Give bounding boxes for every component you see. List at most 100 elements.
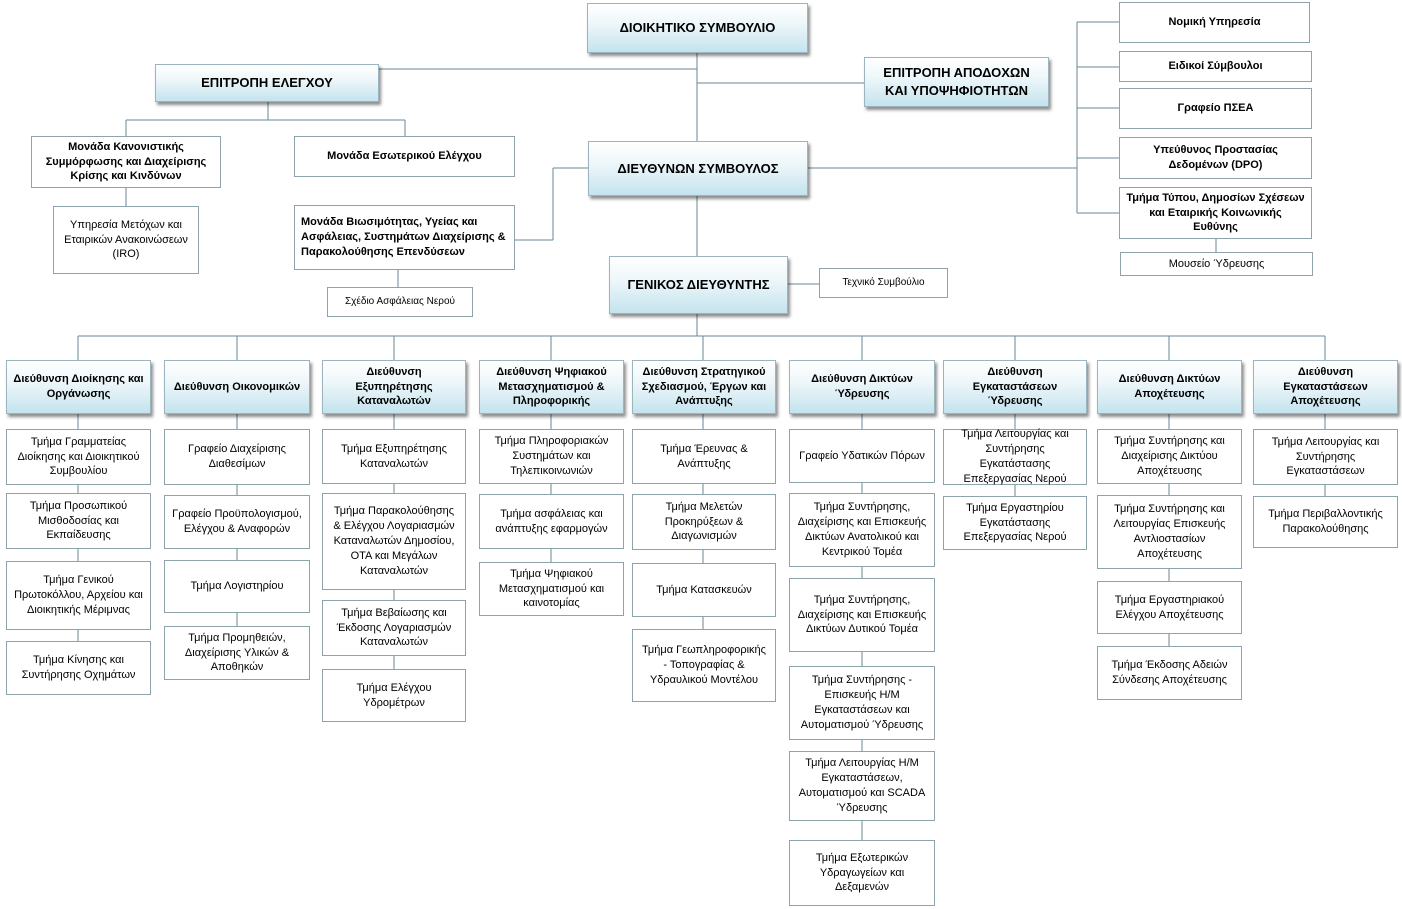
department-label: Τμήμα Συντήρησης - Επισκευής Η/Μ Εγκατασ… <box>800 674 924 731</box>
department-box: Τμήμα Εργαστηρίου Εγκατάστασης Επεξεργασ… <box>943 496 1087 550</box>
department-box: Τμήμα Συντήρησης, Διαχείρισης και Επισκε… <box>789 493 935 567</box>
special-advisors-label: Ειδικοί Σύμβουλοι <box>1168 60 1263 73</box>
press-relations-label: Τμήμα Τύπου, Δημοσίων Σχέσεων και Εταιρι… <box>1126 191 1305 234</box>
directorate-sewer-networks: Διεύθυνση Δικτύων Αποχέτευσης <box>1097 360 1242 414</box>
department-label: Τμήμα Συντήρησης, Διαχείρισης και Επισκε… <box>797 593 927 636</box>
department-label: Τμήμα Προμηθειών, Διαχείρισης Υλικών & Α… <box>184 631 290 674</box>
department-label: Τμήμα Παρακολούθησης & Ελέγχου Λογαριασμ… <box>333 505 455 577</box>
directorate-water-networks: Διεύθυνση Δικτύων Ύδρευσης <box>789 360 935 414</box>
department-label: Τμήμα Μελετών Προκηρύξεων & Διαγωνισμών <box>664 500 744 543</box>
directorate-water-facilities-label: Διεύθυνση Εγκαταστάσεων Ύδρευσης <box>972 365 1058 408</box>
department-label: Γραφείο Διαχείρισης Διαθεσίμων <box>188 443 286 470</box>
technical-council-box: Τεχνικό Συμβούλιο <box>819 268 948 298</box>
department-label: Γραφείο Υδατικών Πόρων <box>799 449 925 462</box>
department-label: Τμήμα Εξυπηρέτησης Καταναλωτών <box>341 442 447 470</box>
department-label: Τμήμα Προσωπικού Μισθοδοσίας και Εκπαίδε… <box>29 499 128 542</box>
directorate-finance: Διεύθυνση Οικονομικών <box>164 360 310 414</box>
department-box: Τμήμα Συντήρησης και Λειτουργίας Επισκευ… <box>1097 495 1242 569</box>
department-box: Τμήμα Συντήρησης και Διαχείρισης Δικτύου… <box>1097 429 1242 484</box>
board-box: ΔΙΟΙΚΗΤΙΚΟ ΣΥΜΒΟΥΛΙΟ <box>587 3 808 53</box>
directorate-administration: Διεύθυνση Διοίκησης και Οργάνωσης <box>6 360 151 414</box>
sustainability-unit-label: Μονάδα Βιωσιμότητας, Υγείας και Ασφάλεια… <box>301 216 506 258</box>
water-safety-plan-label: Σχέδιο Ασφάλειας Νερού <box>344 296 456 308</box>
department-box: Τμήμα Εξωτερικών Υδραγωγείων και Δεξαμεν… <box>789 840 935 906</box>
department-box: Τμήμα Παρακολούθησης & Ελέγχου Λογαριασμ… <box>322 493 466 590</box>
legal-service-box: Νομική Υπηρεσία <box>1119 2 1310 43</box>
department-label: Τμήμα Συντήρησης και Λειτουργίας Επισκευ… <box>1113 503 1226 560</box>
dpo-label: Υπεύθυνος Προστασίας Δεδομένων (DPO) <box>1153 144 1278 171</box>
department-label: Τμήμα Εργαστηριακού Ελέγχου Αποχέτευσης <box>1114 593 1225 621</box>
dpo-box: Υπεύθυνος Προστασίας Δεδομένων (DPO) <box>1119 137 1312 179</box>
directorate-strategy-label: Διεύθυνση Στρατηγικού Σχεδιασμού, Έργων … <box>641 365 767 408</box>
compliance-unit-box: Μονάδα Κανονιστικής Συμμόρφωσης και Διαχ… <box>31 136 221 188</box>
directorate-sewer-facilities-label: Διεύθυνση Εγκαταστάσεων Αποχέτευσης <box>1283 365 1368 408</box>
department-box: Τμήμα ασφάλειας και ανάπτυξης εφαρμογών <box>479 494 624 549</box>
department-label: Τμήμα Έκδοσης Αδειών Σύνδεσης Αποχέτευση… <box>1111 659 1228 686</box>
internal-audit-unit-label: Μονάδα Εσωτερικού Ελέγχου <box>327 150 482 163</box>
legal-service-label: Νομική Υπηρεσία <box>1168 16 1261 29</box>
psea-office-label: Γραφείο ΠΣΕΑ <box>1177 102 1254 115</box>
department-box: Γραφείο Προϋπολογισμού, Ελέγχου & Αναφορ… <box>164 495 310 549</box>
directorate-sewer-networks-label: Διεύθυνση Δικτύων Αποχέτευσης <box>1118 373 1221 400</box>
department-label: Τμήμα Γενικού Πρωτοκόλλου, Αρχείου και Δ… <box>14 574 143 616</box>
department-box: Τμήμα Λειτουργίας και Συντήρησης Εγκατάσ… <box>943 428 1087 485</box>
department-label: Τμήμα Συντήρησης και Διαχείρισης Δικτύου… <box>1114 435 1225 477</box>
shareholders-service-label: Υπηρεσία Μετόχων και Εταιρικών Ανακοινώσ… <box>64 218 188 261</box>
general-manager-box: ΓΕΝΙΚΟΣ ΔΙΕΥΘΥΝΤΗΣ <box>609 256 788 314</box>
department-box: Τμήμα Κατασκευών <box>632 563 776 617</box>
department-box: Τμήμα Συντήρησης, Διαχείρισης και Επισκε… <box>789 578 935 652</box>
directorate-digital: Διεύθυνση Ψηφιακού Μετασχηματισμού & Πλη… <box>479 360 624 414</box>
directorate-strategy: Διεύθυνση Στρατηγικού Σχεδιασμού, Έργων … <box>632 360 776 414</box>
sustainability-unit-box: Μονάδα Βιωσιμότητας, Υγείας και Ασφάλεια… <box>294 205 515 270</box>
water-safety-plan-box: Σχέδιο Ασφάλειας Νερού <box>327 287 473 317</box>
directorate-water-networks-label: Διεύθυνση Δικτύων Ύδρευσης <box>811 373 913 400</box>
department-label: Γραφείο Προϋπολογισμού, Ελέγχου & Αναφορ… <box>172 508 302 535</box>
department-label: Τμήμα Ελέγχου Υδρομέτρων <box>356 681 432 709</box>
department-box: Τμήμα Εργαστηριακού Ελέγχου Αποχέτευσης <box>1097 581 1242 634</box>
directorate-customer-service: Διεύθυνση Εξυπηρέτησης Καταναλωτών <box>322 360 466 414</box>
ceo-box: ΔΙΕΥΘΥΝΩΝ ΣΥΜΒΟΥΛΟΣ <box>588 141 808 196</box>
department-box: Τμήμα Μελετών Προκηρύξεων & Διαγωνισμών <box>632 494 776 550</box>
department-label: Τμήμα Λειτουργίας Η/Μ Εγκαταστάσεων, Αυτ… <box>798 757 926 814</box>
department-box: Τμήμα Έκδοσης Αδειών Σύνδεσης Αποχέτευση… <box>1097 646 1242 700</box>
department-box: Τμήμα Προσωπικού Μισθοδοσίας και Εκπαίδε… <box>6 493 151 549</box>
department-box: Τμήμα Λειτουργίας Η/Μ Εγκαταστάσεων, Αυτ… <box>789 751 935 821</box>
department-box: Τμήμα Γραμματείας Διοίκησης και Διοικητι… <box>6 429 151 485</box>
psea-office-box: Γραφείο ΠΣΕΑ <box>1119 88 1312 129</box>
department-box: Γραφείο Διαχείρισης Διαθεσίμων <box>164 429 310 485</box>
department-box: Τμήμα Λειτουργίας και Συντήρησης Εγκατασ… <box>1253 429 1398 485</box>
remuneration-committee-box: ΕΠΙΤΡΟΠΗ ΑΠΟΔΟΧΩΝ ΚΑΙ ΥΠΟΨΗΦΙΟΤΗΤΩΝ <box>864 57 1049 107</box>
department-label: Τμήμα Λογιστηρίου <box>190 580 284 593</box>
compliance-unit-label: Μονάδα Κανονιστικής Συμμόρφωσης και Διαχ… <box>45 140 207 183</box>
directorate-sewer-facilities: Διεύθυνση Εγκαταστάσεων Αποχέτευσης <box>1253 360 1398 414</box>
audit-committee-label: ΕΠΙΤΡΟΠΗ ΕΛΕΓΧΟΥ <box>201 75 333 91</box>
department-label: Τμήμα Εξωτερικών Υδραγωγείων και Δεξαμεν… <box>815 851 909 894</box>
department-label: Τμήμα Γραμματείας Διοίκησης και Διοικητι… <box>17 435 140 478</box>
press-relations-box: Τμήμα Τύπου, Δημοσίων Σχέσεων και Εταιρι… <box>1119 187 1312 239</box>
audit-committee-box: ΕΠΙΤΡΟΠΗ ΕΛΕΓΧΟΥ <box>155 64 379 102</box>
internal-audit-unit-box: Μονάδα Εσωτερικού Ελέγχου <box>294 136 515 177</box>
department-label: Τμήμα Λειτουργίας και Συντήρησης Εγκατασ… <box>1271 435 1380 478</box>
department-label: Τμήμα Έρευνας & Ανάπτυξης <box>660 442 748 470</box>
department-label: Τμήμα ασφάλειας και ανάπτυξης εφαρμογών <box>495 507 608 535</box>
special-advisors-box: Ειδικοί Σύμβουλοι <box>1119 51 1312 82</box>
department-label: Τμήμα Περιβαλλοντικής Παρακολούθησης <box>1268 508 1383 535</box>
ceo-label: ΔΙΕΥΘΥΝΩΝ ΣΥΜΒΟΥΛΟΣ <box>617 160 779 176</box>
department-box: Τμήμα Κίνησης και Συντήρησης Οχημάτων <box>6 641 151 695</box>
department-label: Τμήμα Βεβαίωσης και Έκδοσης Λογαριασμών … <box>336 606 452 649</box>
department-box: Τμήμα Προμηθειών, Διαχείρισης Υλικών & Α… <box>164 626 310 680</box>
directorate-water-facilities: Διεύθυνση Εγκαταστάσεων Ύδρευσης <box>943 360 1087 414</box>
department-box: Τμήμα Εξυπηρέτησης Καταναλωτών <box>322 429 466 484</box>
shareholders-service-box: Υπηρεσία Μετόχων και Εταιρικών Ανακοινώσ… <box>53 206 199 274</box>
remuneration-committee-label: ΕΠΙΤΡΟΠΗ ΑΠΟΔΟΧΩΝ ΚΑΙ ΥΠΟΨΗΦΙΟΤΗΤΩΝ <box>883 65 1030 98</box>
department-box: Τμήμα Ελέγχου Υδρομέτρων <box>322 669 466 722</box>
department-box: Τμήμα Λογιστηρίου <box>164 560 310 613</box>
department-label: Τμήμα Εργαστηρίου Εγκατάστασης Επεξεργασ… <box>963 501 1067 544</box>
department-label: Τμήμα Λειτουργίας και Συντήρησης Εγκατάσ… <box>961 428 1069 485</box>
department-label: Τμήμα Πληροφοριακών Συστημάτων και Τηλεπ… <box>494 435 609 477</box>
water-museum-label: Μουσείο Ύδρευσης <box>1168 257 1265 270</box>
department-box: Γραφείο Υδατικών Πόρων <box>789 429 935 483</box>
board-label: ΔΙΟΙΚΗΤΙΚΟ ΣΥΜΒΟΥΛΙΟ <box>619 20 776 36</box>
department-box: Τμήμα Βεβαίωσης και Έκδοσης Λογαριασμών … <box>322 600 466 656</box>
general-manager-label: ΓΕΝΙΚΟΣ ΔΙΕΥΘΥΝΤΗΣ <box>627 277 770 293</box>
